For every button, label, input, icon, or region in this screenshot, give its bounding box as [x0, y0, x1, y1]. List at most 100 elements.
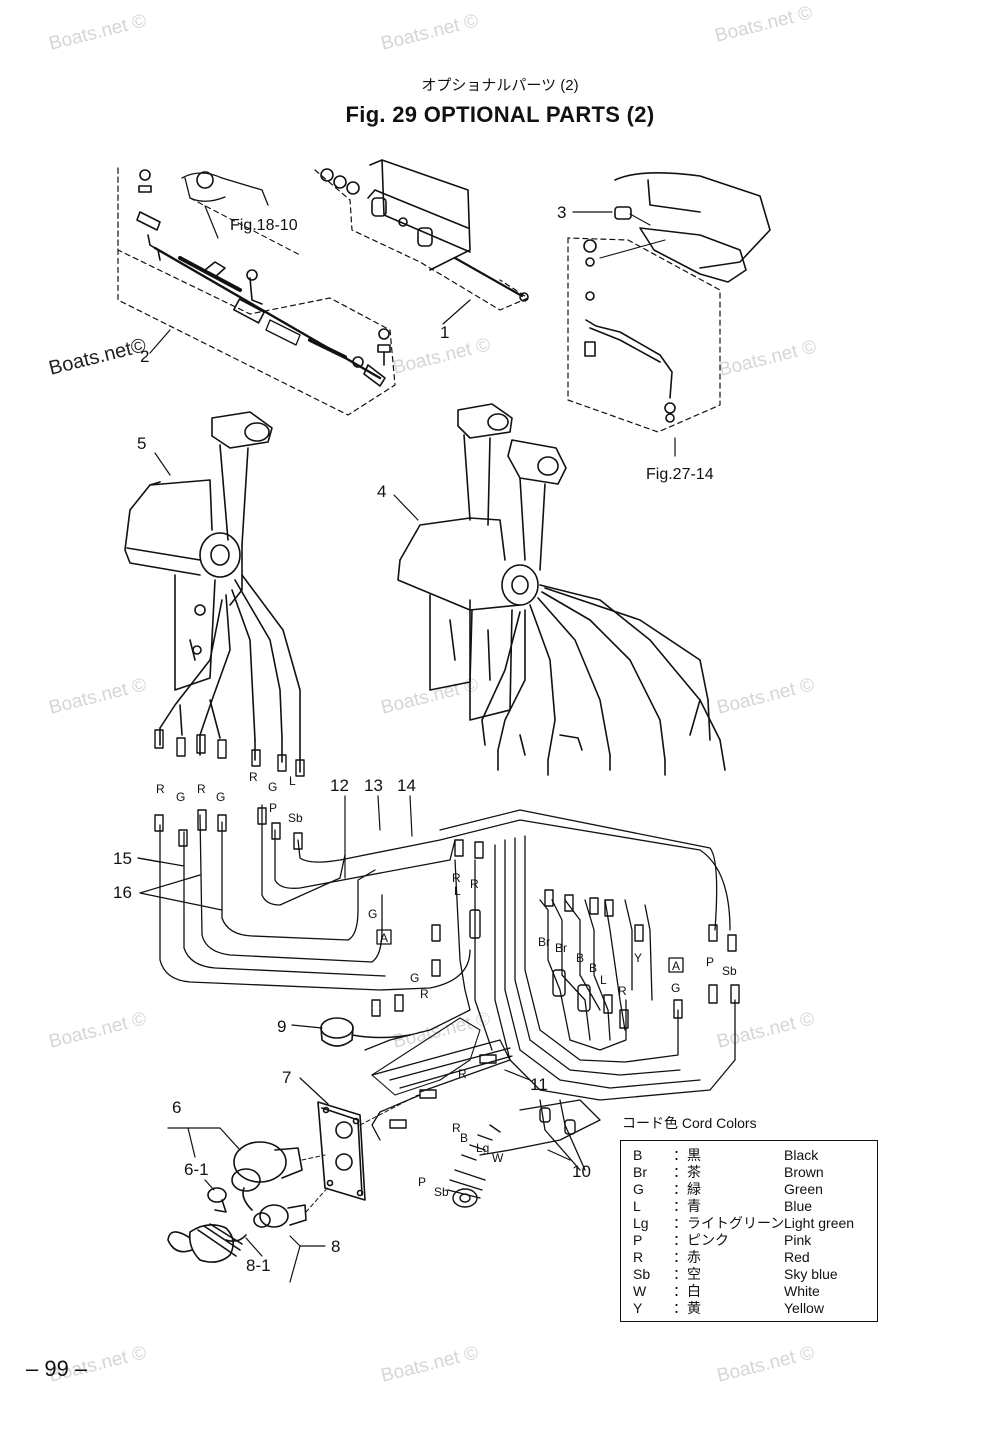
wire-label: Br: [555, 941, 567, 955]
callout-5: 5: [137, 434, 146, 453]
main-switch-6: [207, 1141, 326, 1213]
cord-name: Brown: [784, 1164, 824, 1180]
cord-jp: ：黄: [673, 1300, 701, 1316]
cord-jp: ：茶: [673, 1164, 701, 1180]
figure-references: Fig.18-10 Fig.27-14: [230, 217, 714, 483]
cord-name: White: [784, 1283, 820, 1299]
cord-name: Green: [784, 1181, 823, 1197]
stop-switch-8: [167, 1184, 331, 1263]
wire-label: Sb: [722, 964, 737, 978]
connector-a-markers: A A: [376, 929, 684, 973]
wire-label: R: [420, 987, 429, 1001]
wire-label: Sb: [434, 1185, 449, 1199]
wire-color-labels: R G R G R G L P Sb R R L G Br Br B B L R…: [156, 770, 737, 1199]
callout-8: 8: [331, 1237, 340, 1256]
wire-label: R: [452, 871, 461, 885]
wire-label: P: [269, 801, 277, 815]
wire-label: Lg: [476, 1141, 489, 1155]
page-number: – 99 –: [26, 1356, 88, 1381]
wire-label: P: [706, 955, 714, 969]
callout-leaders: [137, 205, 676, 1283]
wire-label: G: [216, 790, 225, 804]
title-japanese: オプショナルパーツ (2): [421, 77, 579, 94]
cord-jp: ：ライトグリーン: [673, 1215, 785, 1231]
cord-name: Blue: [784, 1198, 813, 1214]
part-callouts: 1 2 3 4 5 6 6-1 7 8 8-1 9 10 11 12 13 14…: [113, 203, 591, 1275]
cord-code: Br: [633, 1164, 647, 1180]
cord-code: Lg: [633, 1215, 649, 1231]
remote-control-5: [124, 411, 301, 773]
wire-label: B: [460, 1131, 468, 1145]
callout-7: 7: [282, 1068, 291, 1087]
wire-label: R: [197, 782, 206, 796]
wire-label: G: [368, 907, 377, 921]
wire-label: L: [289, 774, 296, 788]
bracket-assembly-3: [567, 172, 771, 433]
ref-fig-27-14: Fig.27-14: [646, 466, 714, 483]
wire-label: B: [589, 961, 597, 975]
callout-6-1: 6-1: [184, 1160, 209, 1179]
cord-jp: ：ピンク: [673, 1232, 729, 1248]
cord-row: L ：青 Blue: [621, 1198, 877, 1214]
cord-name: Sky blue: [784, 1266, 838, 1282]
cord-row: Sb ：空 Sky blue: [621, 1266, 877, 1282]
cord-colors-title: コード色 Cord Colors: [622, 1115, 757, 1131]
cord-jp: ：青: [673, 1198, 701, 1214]
wire-label: R: [156, 782, 165, 796]
linkage-kit-2: [117, 167, 396, 416]
wire-label: Br: [538, 935, 550, 949]
wire-label: P: [418, 1175, 426, 1189]
cord-jp: ：黒: [673, 1147, 701, 1163]
callout-11: 11: [530, 1075, 548, 1094]
callout-1: 1: [440, 323, 449, 342]
wire-label: Sb: [288, 811, 303, 825]
cord-jp: ：赤: [673, 1249, 701, 1265]
callout-10: 10: [572, 1162, 591, 1181]
cord-jp: ：白: [673, 1283, 701, 1299]
cord-name: Red: [784, 1249, 810, 1265]
wire-label: R: [249, 770, 258, 784]
callout-16: 16: [113, 883, 132, 902]
cord-code: B: [633, 1147, 643, 1163]
throttle-assembly-1: [314, 159, 529, 311]
cord-jp: ：空: [673, 1266, 701, 1282]
cord-row: Br ：茶 Brown: [621, 1164, 877, 1180]
connector-a-label: A: [672, 959, 680, 973]
wire-label: G: [268, 780, 277, 794]
wire-label: L: [454, 884, 461, 898]
wire-label: R: [452, 1121, 461, 1135]
cord-code: L: [633, 1198, 641, 1214]
callout-13: 13: [364, 776, 383, 795]
callout-15: 15: [113, 849, 132, 868]
figure-title: Fig. 29 OPTIONAL PARTS (2): [345, 102, 655, 127]
cord-code: Y: [633, 1300, 643, 1316]
cord-name: Yellow: [784, 1300, 824, 1316]
wire-label: Y: [634, 951, 642, 965]
wire-label: L: [600, 973, 607, 987]
buzzer-9: [320, 1017, 411, 1047]
callout-6: 6: [172, 1098, 181, 1117]
wire-label: G: [671, 981, 680, 995]
cord-code: Sb: [633, 1266, 651, 1282]
ref-fig-18-10: Fig.18-10: [230, 217, 298, 234]
callout-12: 12: [330, 776, 349, 795]
wire-label: R: [458, 1067, 467, 1081]
cord-row: Y ：黄 Yellow: [621, 1300, 877, 1316]
wire-label: R: [618, 984, 627, 998]
wire-label: R: [470, 877, 479, 891]
callout-4: 4: [377, 482, 386, 501]
switch-panel-7: [317, 1094, 419, 1201]
wire-label: W: [492, 1151, 504, 1165]
wire-harness: [159, 804, 736, 1171]
wire-label: G: [176, 790, 185, 804]
cord-code: P: [633, 1232, 643, 1248]
callout-14: 14: [397, 776, 416, 795]
